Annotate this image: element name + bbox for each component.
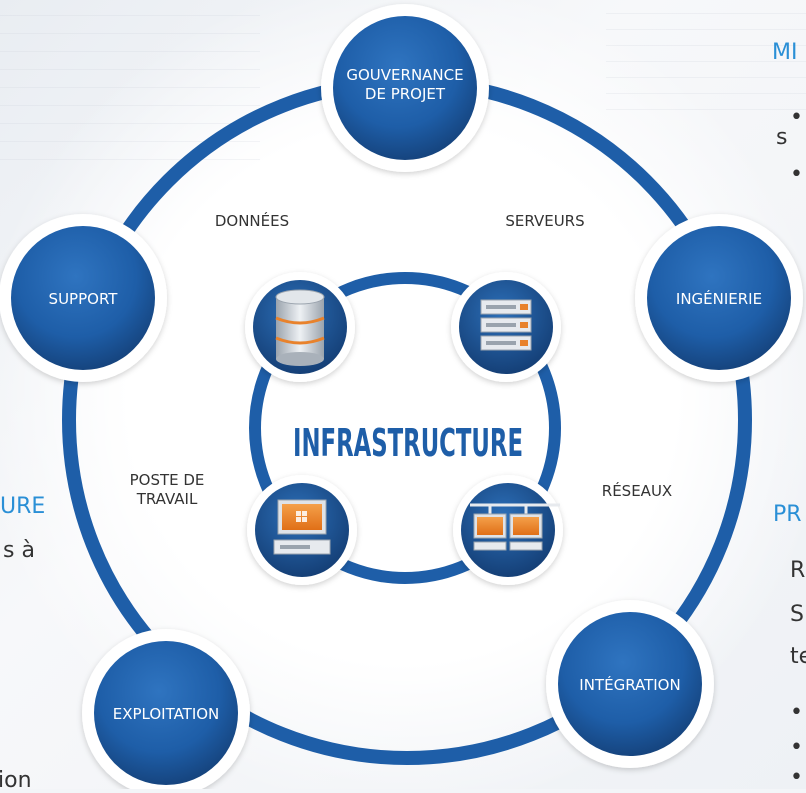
right-bullet2: •	[790, 735, 803, 760]
left-heading: URE	[0, 494, 46, 519]
left-line1: s à	[3, 538, 35, 563]
right-heading: PR	[773, 502, 802, 527]
label-donnees: DONNÉES	[215, 211, 289, 230]
node-gouvernance-line1: GOUVERNANCE	[346, 66, 463, 84]
network-icon	[453, 475, 563, 585]
node-gouvernance-line2: DE PROJET	[365, 85, 446, 103]
database-icon	[245, 272, 355, 382]
right-bullet3: •	[790, 765, 803, 790]
node-support: SUPPORT	[0, 214, 167, 382]
label-poste-line1: POSTE DE	[130, 471, 205, 489]
center-title: INFRASTRUCTURE	[293, 421, 523, 465]
node-support-label: SUPPORT	[49, 290, 119, 308]
node-exploitation-label: EXPLOITATION	[113, 705, 220, 723]
top-right-line3: •	[790, 162, 803, 187]
inner-ring	[249, 272, 561, 584]
right-line2: S	[790, 602, 804, 627]
node-integration: INTÉGRATION	[546, 600, 714, 768]
label-poste-line2: TRAVAIL	[136, 490, 198, 508]
top-right-line2: s	[776, 125, 788, 150]
node-integration-label: INTÉGRATION	[579, 675, 680, 694]
node-ingenierie-label: INGÉNIERIE	[676, 289, 762, 308]
background-table-right	[606, 0, 806, 110]
label-serveurs: SERVEURS	[505, 212, 584, 230]
top-right-heading: MI	[772, 40, 798, 65]
top-right-line1: •	[790, 105, 803, 130]
right-line3: te	[790, 644, 806, 669]
workstation-icon	[247, 475, 357, 585]
right-bullet1: •	[790, 700, 803, 725]
node-ingenierie: INGÉNIERIE	[635, 214, 803, 382]
label-reseaux: RÉSEAUX	[602, 481, 672, 500]
right-line1: R	[790, 558, 806, 583]
node-exploitation: EXPLOITATION	[82, 629, 250, 789]
server-icon	[451, 272, 561, 382]
node-gouvernance: GOUVERNANCE DE PROJET	[321, 4, 489, 172]
